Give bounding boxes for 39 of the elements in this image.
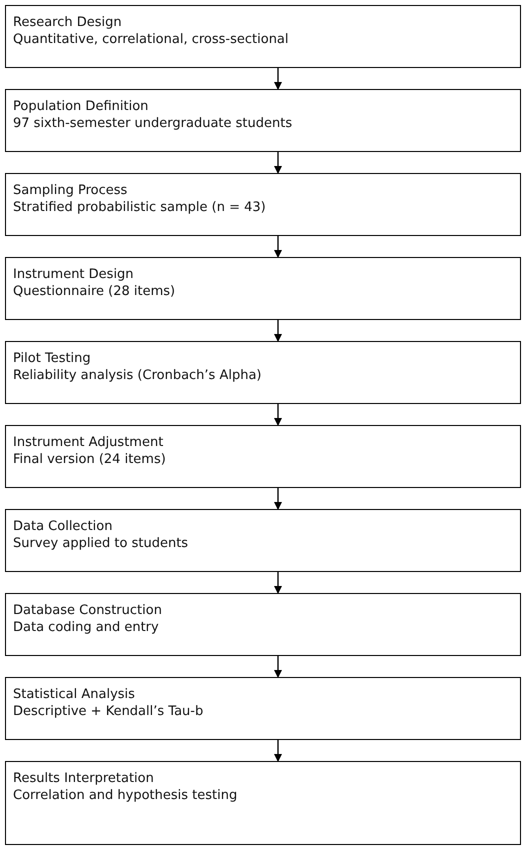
step-title: Data Collection	[13, 518, 114, 535]
step-description: Stratified probabilistic sample (n = 43)	[13, 199, 267, 216]
step-title: Research Design	[13, 14, 123, 31]
step-title: Results Interpretation	[13, 770, 155, 787]
step-description: Quantitative, correlational, cross-sectional	[13, 31, 290, 48]
step-title: Statistical Analysis	[13, 686, 136, 703]
process-box	[5, 761, 521, 845]
step-title: Database Construction	[13, 602, 163, 619]
process-box	[5, 89, 521, 152]
step-description: Correlation and hypothesis testing	[13, 787, 238, 804]
step-description: 97 sixth-semester undergraduate students	[13, 115, 294, 132]
process-box	[5, 257, 521, 320]
step-title: Sampling Process	[13, 182, 128, 199]
step-description: Survey applied to students	[13, 535, 190, 552]
arrow	[274, 320, 282, 342]
step-title: Instrument Design	[13, 266, 135, 283]
step-description: Reliability analysis (Cronbach’s Alpha)	[13, 367, 262, 384]
arrow	[274, 656, 282, 678]
arrow	[274, 572, 282, 594]
step-title: Instrument Adjustment	[13, 434, 164, 451]
process-box	[5, 593, 521, 656]
step-description: Descriptive + Kendall’s Tau-b	[13, 703, 204, 720]
arrow	[274, 152, 282, 174]
process-box	[5, 509, 521, 572]
step-description: Data coding and entry	[13, 619, 160, 636]
step-title: Pilot Testing	[13, 350, 92, 367]
arrow	[274, 740, 282, 762]
step-title: Population Definition	[13, 98, 150, 115]
step-description: Final version (24 items)	[13, 451, 167, 468]
process-box	[5, 173, 521, 236]
process-box	[5, 5, 521, 68]
process-box	[5, 341, 521, 404]
arrow	[274, 488, 282, 510]
process-box	[5, 677, 521, 740]
arrow	[274, 404, 282, 426]
process-box	[5, 425, 521, 488]
arrow	[274, 236, 282, 258]
step-description: Questionnaire (28 items)	[13, 283, 176, 300]
arrow	[274, 68, 282, 90]
